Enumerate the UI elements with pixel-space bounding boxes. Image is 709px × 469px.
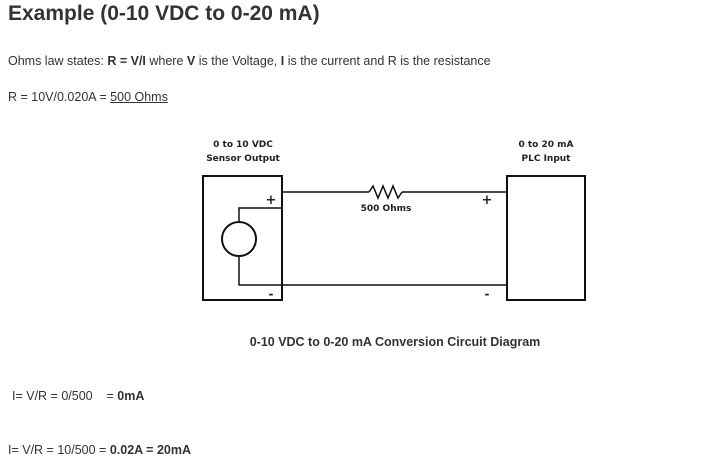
ohms-law-where: where bbox=[145, 54, 187, 68]
ohms-law-i: I bbox=[280, 54, 285, 68]
sensor-label-line2: Sensor Output bbox=[206, 154, 280, 164]
source-bottom-wire bbox=[238, 256, 282, 286]
plc-minus-sign: - bbox=[485, 287, 490, 301]
calc2-expr: I= V/R = 10/500 = bbox=[8, 443, 110, 457]
plc-label-line1: 0 to 20 mA bbox=[518, 140, 573, 150]
current-calc-zero: I= V/R = 0/500 = 0mA bbox=[12, 389, 144, 403]
current-calc-full: I= V/R = 10/500 = 0.02A = 20mA bbox=[8, 443, 191, 457]
ohms-law-formula: R = V/I bbox=[107, 54, 146, 68]
sensor-minus-sign: - bbox=[269, 287, 274, 301]
ohms-law-v-desc: is the Voltage, bbox=[195, 54, 281, 68]
resistor-label: 500 Ohms bbox=[361, 204, 412, 214]
diagram-caption: 0-10 VDC to 0-20 mA Conversion Circuit D… bbox=[249, 335, 541, 349]
source-top-wire bbox=[238, 207, 282, 222]
page-heading: Example (0-10 VDC to 0-20 mA) bbox=[8, 2, 320, 25]
ohms-law-v: V bbox=[186, 54, 196, 68]
sensor-plus-sign: + bbox=[266, 193, 277, 208]
sensor-output-box bbox=[202, 175, 283, 301]
resistor-symbol bbox=[368, 184, 403, 200]
resistance-result: 500 Ohms bbox=[110, 90, 168, 104]
calc2-result: 0.02A = 20mA bbox=[109, 443, 191, 457]
plc-label-line2: PLC Input bbox=[522, 154, 572, 164]
calc1-result: 0mA bbox=[117, 389, 145, 403]
voltage-source-symbol bbox=[221, 221, 257, 257]
plc-plus-sign: + bbox=[482, 193, 493, 208]
calc1-expr: I= V/R = 0/500 = bbox=[12, 389, 118, 403]
ohms-law-i-desc: is the current and R is the resistance bbox=[284, 54, 491, 68]
sensor-label-line1: 0 to 10 VDC bbox=[213, 140, 273, 150]
resistance-calculation: R = 10V/0.020A = 500 Ohms bbox=[8, 90, 168, 104]
ohms-law-statement: Ohms law states: R = V/I where V is the … bbox=[8, 54, 491, 68]
ohms-law-prefix: Ohms law states: bbox=[8, 54, 108, 68]
resistance-expr: R = 10V/0.020A = bbox=[8, 90, 111, 104]
plc-input-box bbox=[506, 175, 586, 301]
